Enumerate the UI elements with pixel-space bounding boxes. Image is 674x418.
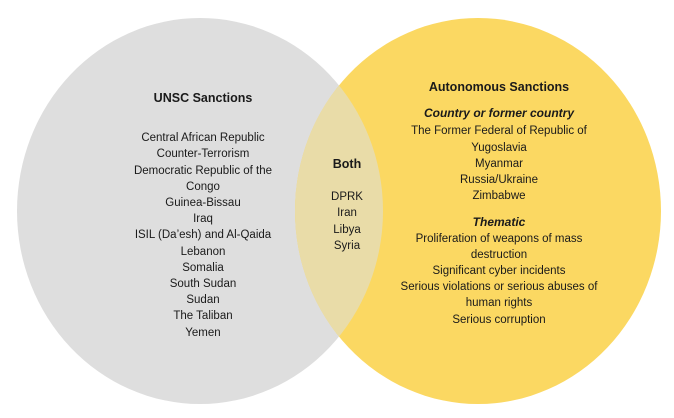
both-title: Both: [332, 157, 362, 171]
list-item: Syria: [333, 239, 361, 252]
list-item: Sudan: [186, 294, 220, 307]
list-item: South Sudan: [169, 278, 237, 291]
country-list: The Former Federal of Republic of Yugosl…: [388, 123, 610, 204]
list-item: Yemen: [185, 326, 221, 339]
autonomous-title: Autonomous Sanctions: [428, 80, 570, 94]
list-item: Myanmar: [475, 157, 523, 170]
list-item: ISIL (Da’esh) and Al-Qaida: [134, 229, 272, 242]
list-item: Lebanon: [180, 245, 226, 258]
unsc-title: UNSC Sanctions: [153, 91, 253, 105]
list-item: Central African Republic: [141, 132, 265, 145]
list-item: Guinea-Bissau: [165, 197, 241, 210]
list-item: Serious corruption: [452, 313, 546, 326]
unsc-circle: [17, 18, 383, 404]
list-item: Proliferation of weapons of mass destruc…: [415, 232, 583, 261]
list-item: Russia/Ukraine: [460, 174, 538, 187]
list-item: Somalia: [182, 261, 224, 274]
country-heading: Country or former country: [423, 106, 574, 121]
list-item: Zimbabwe: [472, 190, 526, 203]
thematic-heading: Thematic: [472, 215, 526, 230]
list-item: The Former Federal of Republic of Yugosl…: [411, 125, 587, 154]
list-item: Counter-Terrorism: [156, 148, 250, 161]
list-item: The Taliban: [173, 310, 233, 323]
list-item: Significant cyber incidents: [432, 265, 566, 278]
autonomous-sanctions-region: Autonomous Sanctions Country or former c…: [388, 79, 610, 328]
list-item: Libya: [333, 223, 361, 236]
list-item: DPRK: [331, 191, 363, 204]
list-item: Iraq: [193, 213, 213, 226]
list-item: Serious violations or serious abuses of …: [400, 281, 598, 310]
list-item: Democratic Republic of the Congo: [133, 164, 273, 193]
list-item: Iran: [337, 207, 357, 220]
autonomous-circle: [295, 18, 661, 404]
thematic-list: Proliferation of weapons of mass destruc…: [388, 231, 610, 328]
